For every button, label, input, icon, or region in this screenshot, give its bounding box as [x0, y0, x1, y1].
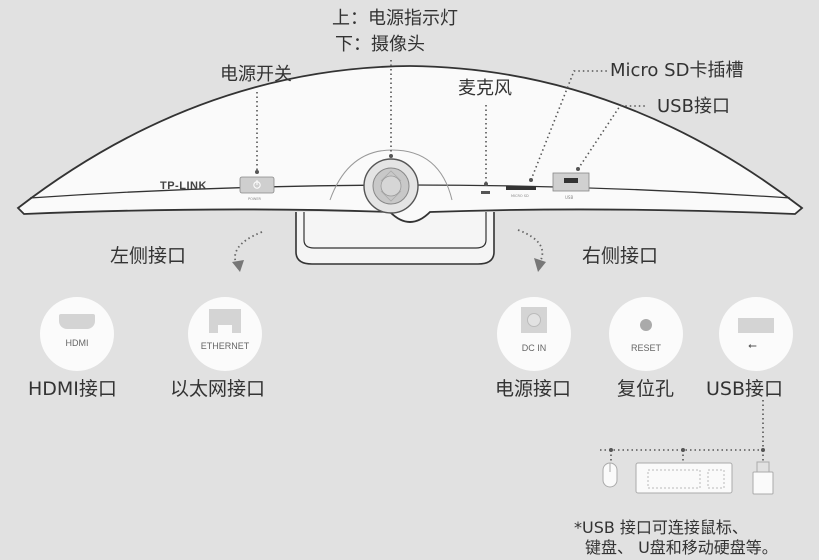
arrow-right	[534, 258, 546, 272]
indicator-label: 上：电源指示灯	[332, 8, 458, 29]
camera-label: 下：摄像头	[335, 34, 425, 55]
usb-side-port: ⭠	[719, 297, 793, 371]
usb-icon	[738, 318, 774, 333]
power-switch-label: 电源开关	[220, 64, 292, 85]
ethernet-inner-label: ETHERNET	[200, 341, 250, 351]
ethernet-caption: 以太网接口	[170, 378, 266, 400]
reset-inner-label: RESET	[630, 343, 661, 353]
usb-drive-icon	[752, 461, 774, 495]
brand-logo: TP-LINK	[160, 180, 207, 192]
ethernet-port: ETHERNET	[188, 297, 262, 371]
usb-side-caption: USB接口	[706, 378, 784, 400]
stand	[295, 212, 495, 265]
hdmi-icon	[59, 314, 95, 329]
reset-icon	[640, 319, 652, 331]
usb-note-line2: 键盘、 U盘和移动硬盘等。	[585, 538, 778, 557]
keyboard-icon	[635, 462, 733, 494]
microphone-hole	[481, 191, 490, 194]
microphone-label: 麦克风	[458, 78, 512, 99]
hdmi-inner-label: HDMI	[65, 338, 89, 348]
hdmi-port: HDMI	[40, 297, 114, 371]
arrow-left	[232, 260, 244, 272]
mouse-icon	[602, 462, 618, 488]
usb-top-label: USB接口	[657, 96, 730, 117]
usb-small-label: USB	[565, 195, 574, 200]
dc-in-caption: 电源接口	[495, 378, 572, 400]
usb-symbol-icon: ⭠	[748, 339, 757, 352]
dc-in-port: DC IN	[497, 297, 571, 371]
hdmi-caption: HDMI接口	[28, 378, 117, 400]
dc-in-inner-label: DC IN	[521, 343, 547, 353]
sd-slot	[506, 186, 536, 190]
reset-port: RESET	[609, 297, 683, 371]
right-ports-label: 右侧接口	[582, 245, 659, 267]
reset-caption: 复位孔	[617, 378, 675, 400]
left-ports-label: 左侧接口	[110, 245, 187, 267]
device-body	[16, 65, 804, 223]
sd-small-label: MICRO SD	[511, 194, 529, 198]
power-small-label: POWER	[248, 197, 261, 201]
sd-slot-label: Micro SD卡插槽	[610, 60, 744, 81]
usb-note-line1: *USB 接口可连接鼠标、	[574, 518, 748, 537]
